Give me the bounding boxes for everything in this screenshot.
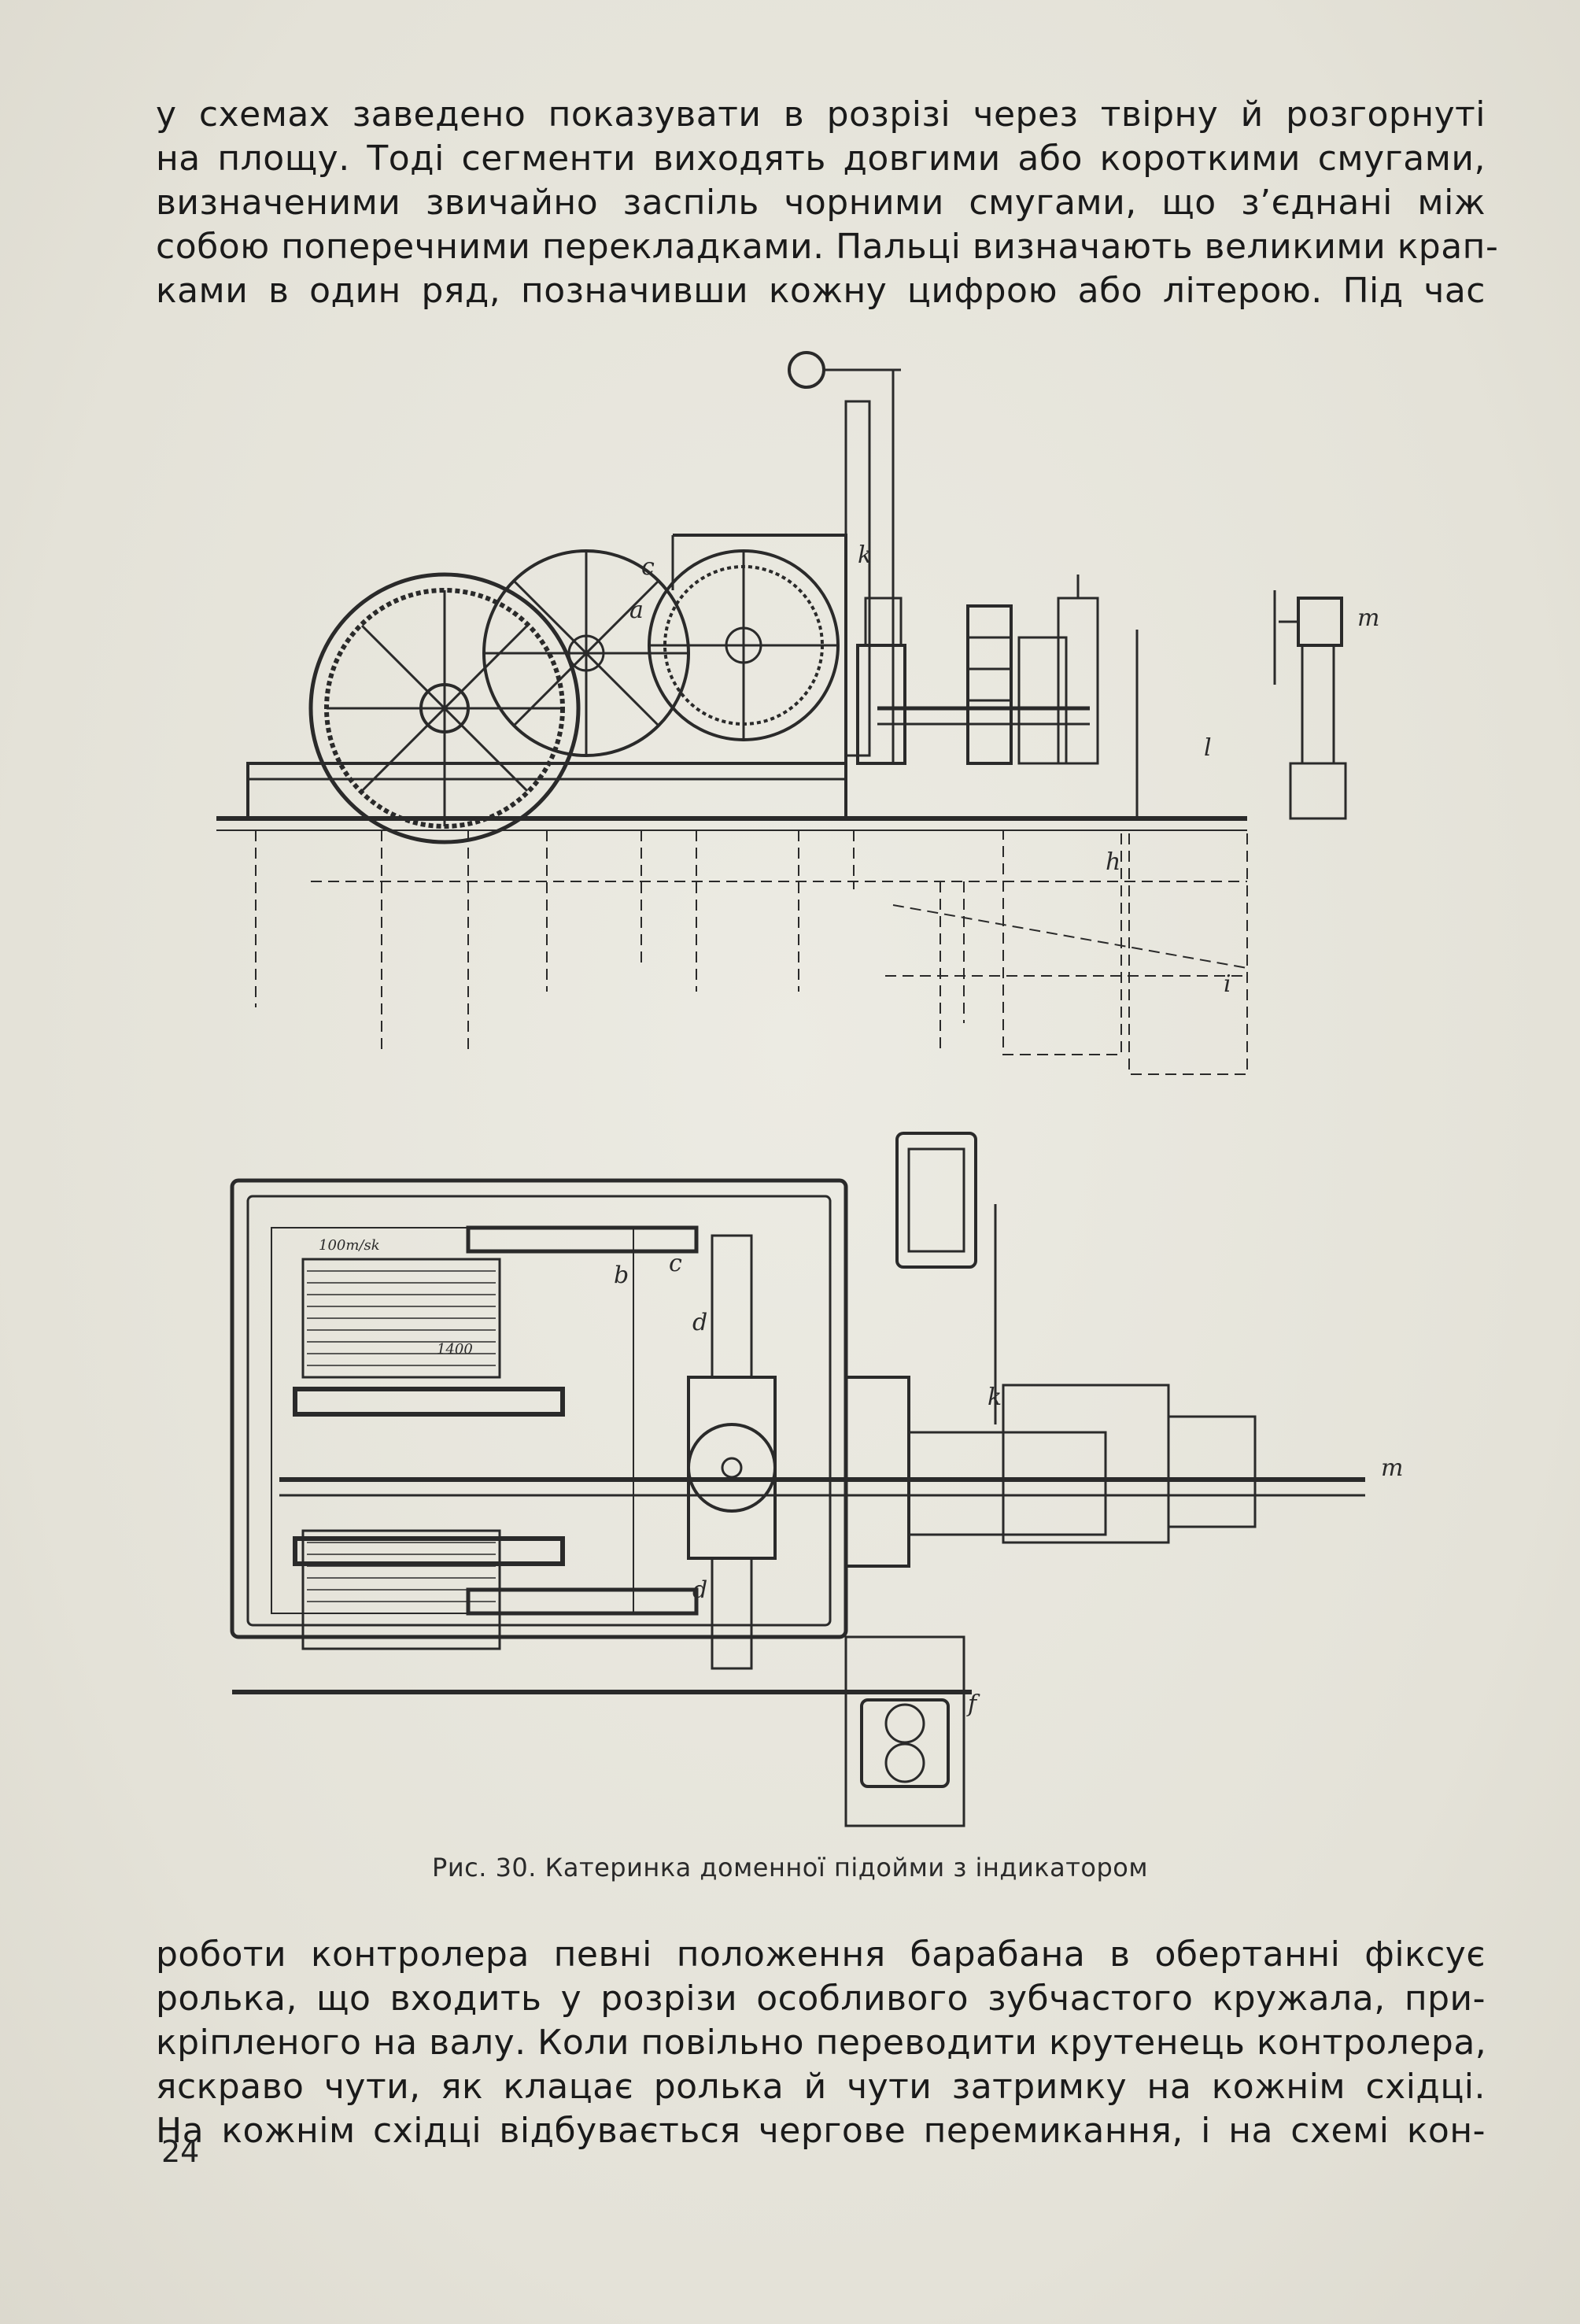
text-line: яскраво чути, як клацає ролька й чути за…	[156, 2067, 1486, 2107]
label-scale: 1400	[437, 1341, 473, 1358]
label-d-lower: d	[692, 1576, 707, 1604]
label-k-plan: k	[988, 1384, 1002, 1411]
label-m-plan: m	[1381, 1454, 1403, 1482]
label-speed: 100m/sk	[319, 1237, 380, 1254]
figure-caption: Рис. 30. Катеринка доменної підойми з ін…	[432, 1853, 1148, 1882]
text-line: кріпленого на валу. Коли повільно перево…	[156, 2023, 1487, 2063]
paragraph-top: у схемах заведено показувати в розрізі ч…	[156, 93, 1499, 313]
label-d: d	[692, 1309, 707, 1336]
label-c: c	[641, 553, 655, 581]
label-c-plan: c	[669, 1250, 682, 1277]
text-line: роботи контролера певні положення бараба…	[156, 1934, 1486, 1975]
text-line: На кожнім східці відбувається чергове пе…	[156, 2111, 1486, 2151]
label-h: h	[1106, 848, 1120, 876]
label-m-top: m	[1357, 604, 1379, 632]
figure-30-drawing: c k a l m h i b c d k m f d 100m/sk 1400	[201, 338, 1412, 1834]
text-line: у схемах заведено показувати в розрізі ч…	[156, 94, 1486, 135]
paragraph-bottom: роботи контролера певні положення бараба…	[156, 1933, 1486, 2153]
label-i: i	[1224, 970, 1231, 998]
text-line: ролька, що входить у розрізи особливого …	[156, 1979, 1486, 2019]
text-line: на площу. Тоді сегменти виходять довгими…	[156, 139, 1486, 179]
text-line: визначеними звичайно заспіль чорними сму…	[156, 183, 1486, 223]
label-a: a	[629, 597, 644, 624]
label-l: l	[1204, 734, 1212, 762]
label-f: f	[966, 1690, 980, 1718]
label-k: k	[858, 541, 872, 569]
label-b: b	[614, 1262, 629, 1289]
text-line: собою поперечними перекладками. Пальці в…	[156, 227, 1499, 267]
text-line: ками в один ряд, позначивши кожну цифрою…	[156, 271, 1486, 311]
page-number: 24	[161, 2134, 200, 2169]
machine-drawing-svg: c k a l m h i b c d k m f d 100m/sk 1400	[216, 351, 1403, 1827]
